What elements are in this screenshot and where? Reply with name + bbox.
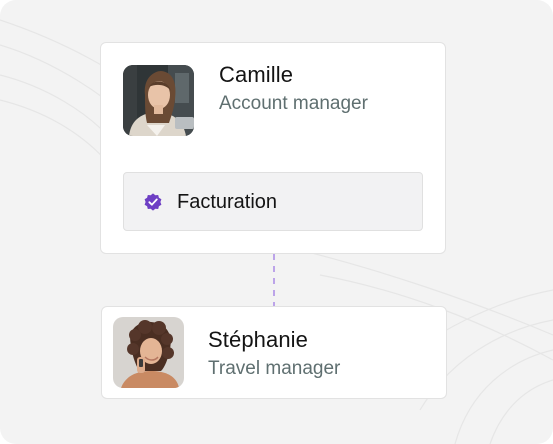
manager-card[interactable]: Camille Account manager Facturation (100, 42, 446, 254)
manager-role: Account manager (219, 93, 368, 114)
camille-avatar (123, 65, 194, 136)
tag-label: Facturation (177, 191, 278, 213)
verified-check-icon (144, 193, 162, 211)
dashed-connector (273, 254, 275, 306)
woman-portrait-icon (113, 317, 184, 388)
traveler-name: Stéphanie (208, 327, 308, 352)
stephanie-avatar (113, 317, 184, 388)
facturation-tag[interactable]: Facturation (123, 172, 423, 231)
traveler-card[interactable]: Stéphanie Travel manager (101, 306, 447, 399)
woman-portrait-icon (123, 65, 194, 136)
manager-name: Camille (219, 62, 294, 87)
traveler-role: Travel manager (208, 358, 341, 379)
